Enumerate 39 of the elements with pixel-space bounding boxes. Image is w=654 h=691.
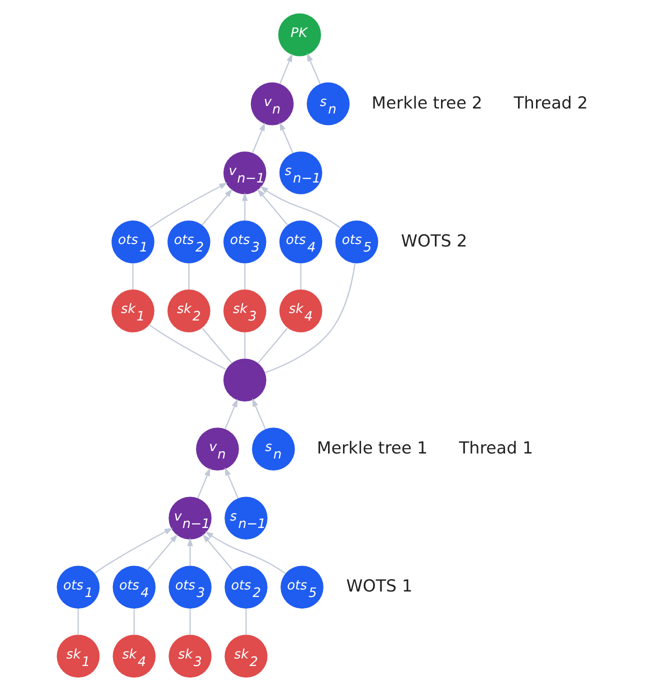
connector <box>132 263 134 290</box>
connector <box>190 608 191 635</box>
arrow <box>252 122 266 153</box>
arrow <box>205 531 286 574</box>
label: WOTS 1 <box>346 576 412 596</box>
arrow <box>146 534 178 571</box>
arrow <box>224 467 238 498</box>
label: Merkle tree 2 <box>372 93 482 112</box>
arrow <box>202 188 232 226</box>
connector <box>78 608 79 635</box>
label: WOTS 2 <box>401 231 468 250</box>
node-circle: PK <box>278 13 322 56</box>
connector <box>244 332 246 358</box>
arrow <box>149 182 228 228</box>
arrow <box>197 468 210 498</box>
arrow <box>187 538 194 566</box>
connector <box>149 324 226 370</box>
arrow <box>260 186 341 228</box>
arrow <box>257 188 288 226</box>
connector <box>300 263 302 290</box>
connector <box>244 263 246 290</box>
label: Merkle tree 1 <box>316 438 428 458</box>
connector <box>245 608 247 635</box>
connector <box>188 263 190 290</box>
connector <box>134 608 135 635</box>
connector <box>202 328 232 364</box>
arrow <box>224 398 238 430</box>
connector <box>258 328 288 364</box>
label: Thread 2 <box>514 93 588 112</box>
arrow <box>242 192 248 220</box>
arrow <box>306 53 321 84</box>
label: Thread 1 <box>458 438 534 458</box>
arrow <box>279 54 292 84</box>
arrow <box>252 398 266 430</box>
arrow <box>94 528 173 574</box>
connector <box>264 264 356 374</box>
arrow <box>280 122 294 153</box>
arrow <box>202 534 234 571</box>
node-circle <box>223 358 266 402</box>
